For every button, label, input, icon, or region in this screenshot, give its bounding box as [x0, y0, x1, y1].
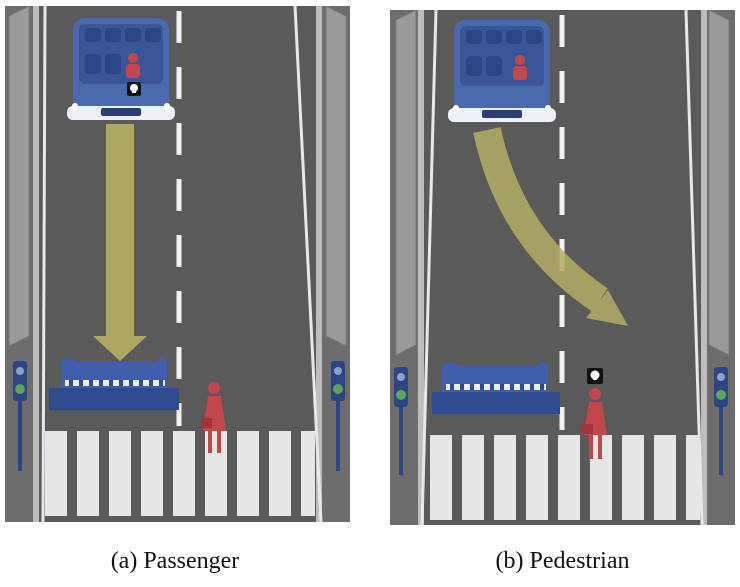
pedestrian-signal-right	[331, 361, 345, 471]
right-hedge	[325, 6, 347, 347]
right-hedge	[708, 10, 730, 356]
car-seats	[466, 30, 542, 76]
passenger-figure	[513, 55, 527, 80]
left-curb	[418, 10, 424, 525]
skull-icon	[587, 368, 603, 384]
crosswalk	[430, 435, 700, 520]
skull-icon	[127, 82, 141, 96]
left-edge-line	[41, 6, 47, 522]
left-hedge	[395, 10, 417, 356]
caption-pedestrian: (b) Pedestrian	[495, 548, 630, 574]
pedestrian-signal-right	[714, 367, 728, 475]
concrete-barrier	[49, 358, 179, 410]
left-edge-line	[420, 10, 438, 525]
crosswalk	[45, 431, 315, 516]
pedestrian-figure	[582, 388, 607, 459]
passenger-figure	[126, 53, 140, 78]
scenario-panel-passenger	[5, 6, 350, 522]
autonomous-car	[448, 20, 556, 122]
left-hedge	[8, 6, 30, 347]
caption-passenger: (a) Passenger	[110, 548, 240, 574]
concrete-barrier	[432, 362, 560, 414]
car-seats	[85, 28, 161, 74]
right-curb	[316, 6, 322, 522]
path-arrow-swerve	[473, 127, 628, 326]
right-edge-line	[293, 6, 323, 522]
right-curb	[701, 10, 707, 525]
pedestrian-figure	[201, 382, 226, 453]
left-curb	[33, 6, 39, 522]
pedestrian-signal-left	[394, 367, 408, 475]
scenario-panel-pedestrian	[390, 10, 735, 525]
autonomous-car	[67, 18, 175, 120]
pedestrian-signal-left	[13, 361, 27, 471]
path-arrow-straight	[93, 124, 147, 361]
